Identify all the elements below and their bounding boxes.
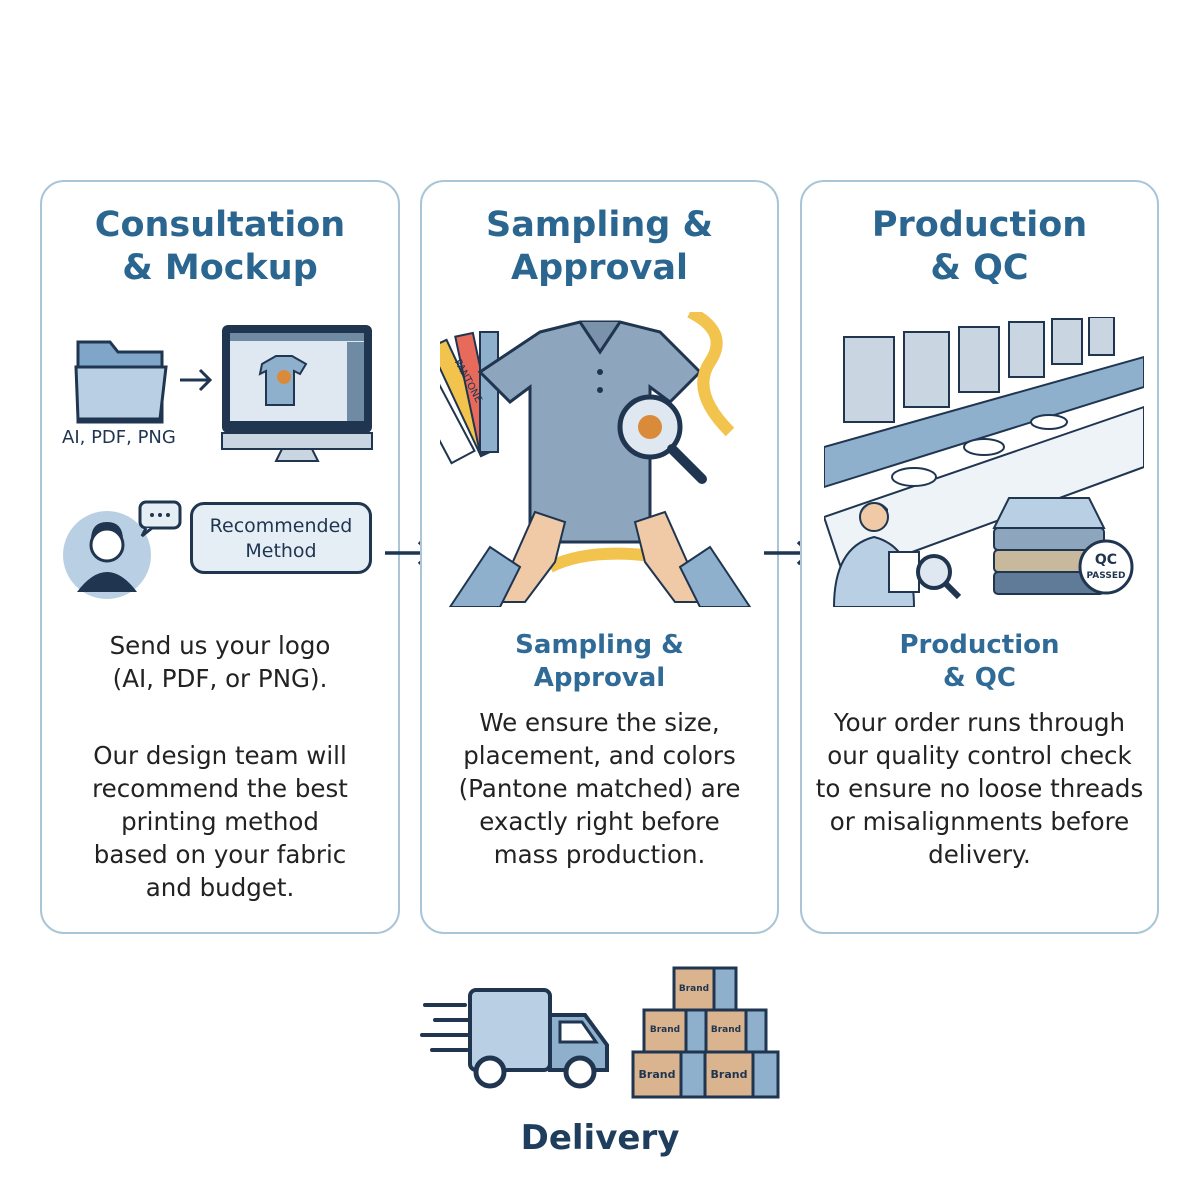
chat-icon (138, 500, 182, 538)
step-title: Sampling &Approval (485, 205, 714, 288)
step-card-sampling: Sampling &Approval PANTONE Sampling &App… (420, 180, 779, 934)
box-label: Brand (650, 1025, 680, 1035)
box-label: Brand (711, 1025, 741, 1035)
folder-icon (74, 340, 168, 424)
folded-shirts-icon (992, 497, 1106, 595)
step-subtitle: Sampling &Approval (515, 630, 684, 693)
box-label: Brand (711, 1068, 748, 1081)
inspector-person-icon (832, 502, 962, 607)
magnifier-icon (617, 394, 707, 484)
svg-text:QC: QC (1095, 552, 1117, 568)
step-description: We ensure the size,placement, and colors… (458, 708, 741, 869)
production-line-illustration: QC PASSED (824, 317, 1144, 607)
box-label: Brand (639, 1068, 676, 1081)
embroidery-machines-icon (824, 317, 1144, 579)
svg-text:PASSED: PASSED (1087, 571, 1126, 581)
consultant-avatar (63, 500, 182, 599)
step-title: Consultation& Mockup (94, 205, 346, 288)
polo-shirt-icon (477, 320, 703, 544)
pantone-swatch-icon: PANTONE (440, 331, 500, 465)
qc-passed-stamp: QC PASSED (1078, 539, 1134, 595)
stacked-boxes-icon: Brand Brand Brand Brand Brand (631, 966, 780, 1099)
file-types-label: AI, PDF, PNG (62, 427, 176, 448)
delivery-label: Delivery (520, 1118, 680, 1158)
delivery-truck-icon (420, 988, 609, 1089)
shirt-inspection-illustration: PANTONE (440, 312, 752, 607)
monitor-icon (221, 325, 373, 462)
box-label: Brand (679, 984, 709, 994)
step-card-consultation: Consultation& Mockup AI, PDF, PNG Recomm… (40, 180, 400, 934)
hands-icon (448, 510, 752, 607)
arrow-right-icon (180, 368, 213, 392)
folder-to-monitor-illustration (74, 325, 373, 462)
step-title: Production& QC (871, 205, 1088, 288)
step-subtitle: Production& QC (899, 630, 1060, 693)
step-card-production: Production& QC QC PASSED Production& QC Y… (800, 180, 1159, 934)
step-description-a: Send us your logo(AI, PDF, or PNG). (109, 631, 331, 693)
